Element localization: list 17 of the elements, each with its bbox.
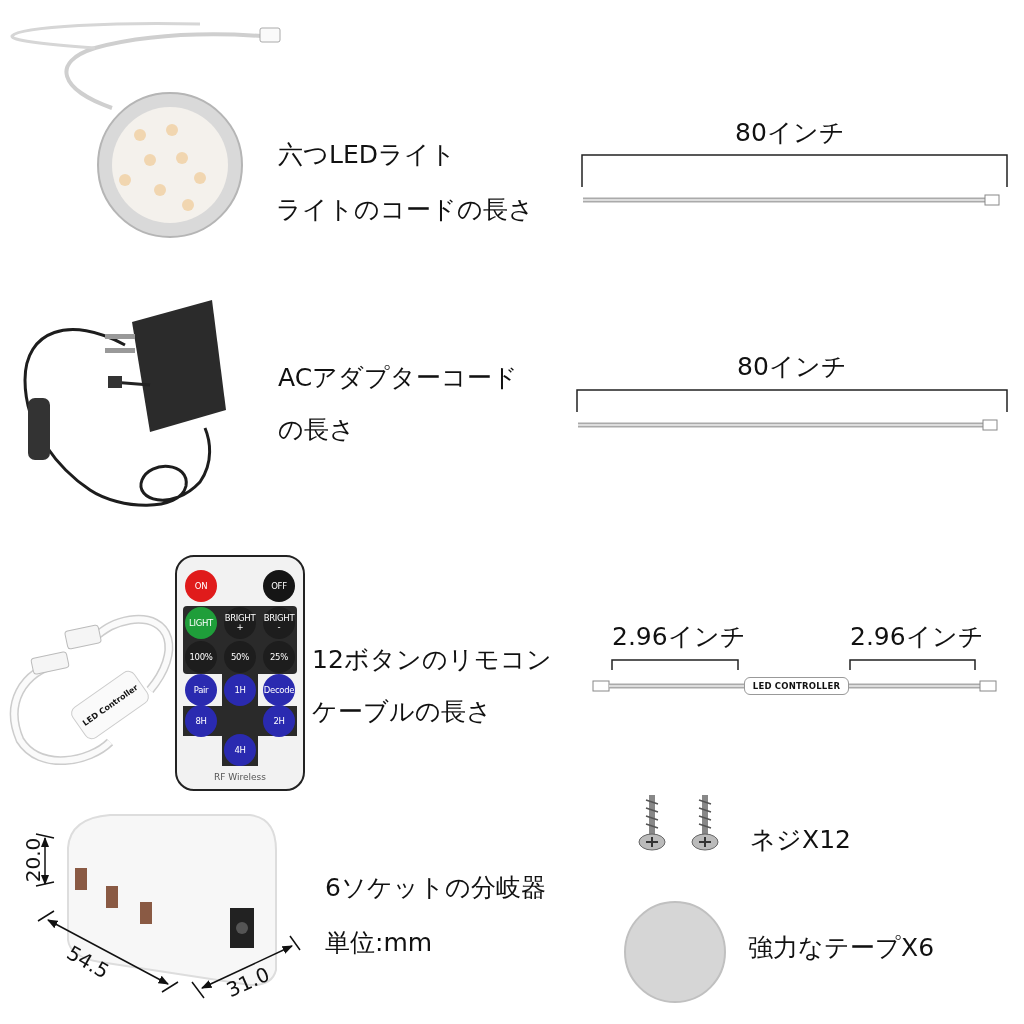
product-label: ACアダプターコードの長さ bbox=[278, 362, 520, 446]
unit-note: 単位:mm bbox=[325, 928, 433, 958]
length-label: 2.96インチ bbox=[612, 622, 746, 652]
product-label: 12ボタンのリモコンケーブルの長さ bbox=[312, 644, 553, 728]
product-label: ライトのコードの長さ bbox=[276, 195, 534, 225]
product-label: 6ソケットの分岐器 bbox=[325, 873, 546, 903]
remote-caption: RF Wireless bbox=[214, 772, 266, 782]
length-label: 80インチ bbox=[735, 118, 845, 148]
length-label: 2.96インチ bbox=[850, 622, 984, 652]
length-label: 80インチ bbox=[737, 352, 847, 382]
dimension-label: 31.0 bbox=[222, 962, 274, 1002]
product-label: ネジX12 bbox=[750, 825, 851, 855]
dimension-label: 20.0 bbox=[21, 837, 45, 883]
inline-controller: LED CONTROLLER bbox=[744, 677, 849, 695]
product-label: 強力なテープX6 bbox=[748, 933, 935, 963]
product-label: 六つLEDライト bbox=[278, 140, 456, 170]
dimension-label: 54.5 bbox=[62, 940, 114, 984]
